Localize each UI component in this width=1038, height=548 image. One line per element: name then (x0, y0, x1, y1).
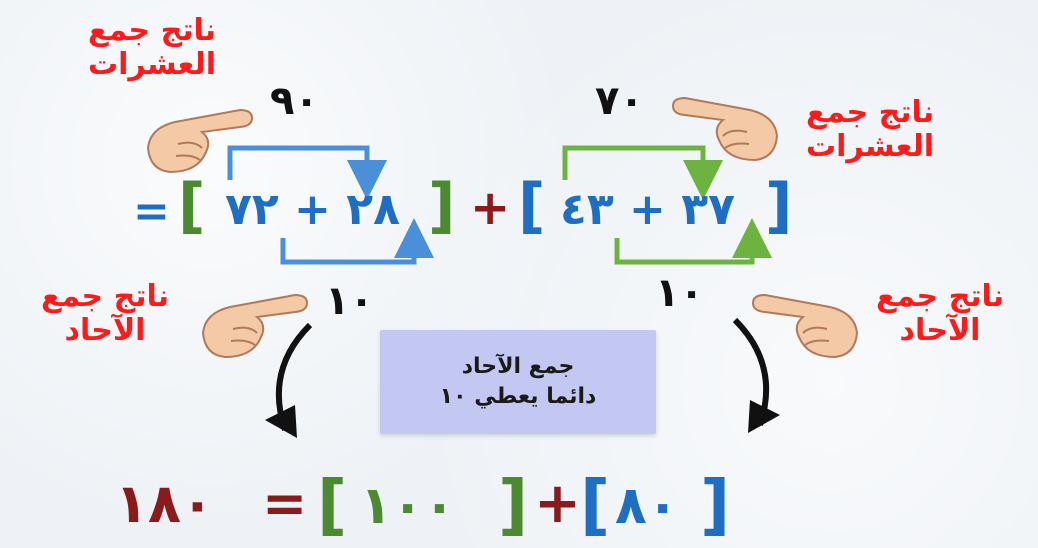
bracket-close-left-2: ] (498, 466, 529, 543)
info-line-2: دائما يعطي ١٠ (439, 384, 597, 409)
info-box: جمع الآحاد دائما يعطي ١٠ (380, 330, 656, 434)
tens-label-right: ناتج جمع العشرات (805, 95, 935, 164)
pointing-hand-icon (671, 96, 779, 162)
left-addition: ٢٨ + ٧٢ (225, 184, 400, 235)
tens-label-left: ناتج جمع العشرات (87, 13, 217, 82)
final-result: ١٨٠ (115, 472, 214, 535)
ones-label-left: ناتج جمع الآحاد (40, 279, 170, 348)
tens-sum-right: ٧٠ (595, 78, 644, 124)
right-result: ٨٠ (615, 476, 679, 536)
plus-sign-2: + (534, 471, 581, 536)
bracket-open-left: [ (178, 171, 206, 241)
ones-sum-left: ١٠ (325, 278, 374, 324)
equals-sign: = (133, 186, 170, 237)
curved-arrow-icon (265, 322, 313, 438)
tens-sum-left: ٩٠ (270, 78, 319, 124)
equals-sign-2: = (262, 472, 308, 535)
pointing-hand-icon (751, 293, 859, 359)
pointing-hand-icon (201, 293, 309, 359)
plus-sign: + (470, 180, 511, 236)
curved-arrow-icon (732, 317, 780, 433)
bracket-open-right: [ (518, 171, 546, 241)
bracket-open-left-2: [ (317, 466, 348, 543)
bracket-close-left: ] (428, 171, 456, 241)
right-addition: ٣٧ + ٤٣ (560, 184, 735, 235)
bracket-close-right-2: ] (700, 466, 731, 543)
info-line-1: جمع الآحاد (461, 354, 575, 379)
bracket-close-right: ] (765, 171, 793, 241)
ones-sum-right: ١٠ (655, 270, 704, 316)
bracket-open-right-2: [ (580, 466, 611, 543)
pointing-hand-icon (146, 108, 254, 174)
left-result: ١٠٠ (360, 476, 456, 536)
ones-label-right: ناتج جمع الآحاد (875, 279, 1005, 348)
